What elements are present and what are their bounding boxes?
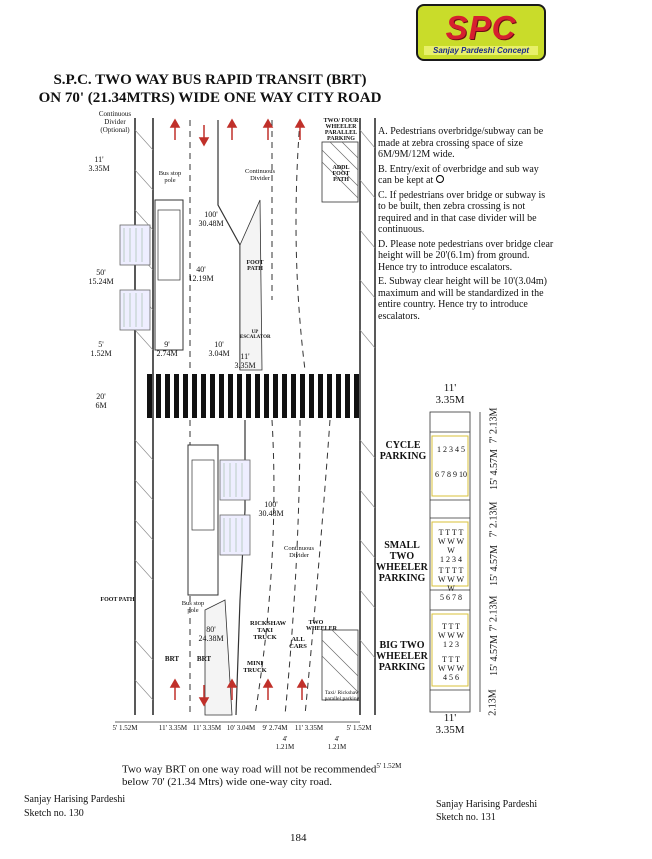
continuous-divider-top [217, 120, 241, 370]
note-d: D. Please note pedestrians over bridge c… [378, 238, 554, 273]
dim-80: 80'24.38M [198, 625, 224, 643]
big-two-wheeler-parking-label: BIG TWO WHEELER PARKING [376, 640, 428, 673]
brt-lane-label-1: BRT [164, 655, 180, 663]
dim-20: 20'6M [95, 392, 107, 410]
foot-path-label: FOOT PATH [246, 260, 264, 272]
bottom-bus [191, 459, 215, 531]
entry-circle-icon [435, 175, 444, 183]
bottom-dim-4: 10' 3.04M [226, 724, 256, 732]
bottom-escalator-1 [219, 459, 251, 501]
bottom-dim-5: 9' 2.74M [262, 724, 288, 732]
top-foot-path-island [239, 199, 263, 371]
bottom-dim-2: 11' 3.35M [158, 724, 188, 732]
top-bus [157, 209, 181, 281]
dim-40: 40'12.19M [188, 265, 214, 283]
bottom-foot-path-label: FOOT PATH [100, 597, 135, 603]
dim-10: 10'3.04M [208, 340, 230, 358]
right-footpath-hatch [359, 129, 376, 659]
top-escalator-2 [119, 289, 151, 331]
bottom-continuous-divider-label: Continuous Divider [284, 545, 314, 559]
bottom-parallel-parking-area [321, 629, 359, 701]
page-title-line1: S.P.C. TWO WAY BUS RAPID TRANSIT (BRT) [53, 72, 367, 88]
bottom-escalator-2 [219, 514, 251, 556]
page-number: 184 [290, 832, 307, 844]
parking-bottom-dim: 11'3.35M [435, 712, 465, 736]
sketch-right: Sketch no. 131 [436, 812, 496, 823]
cycle-bays: 1 2 3 4 5 6 7 8 9 10 [435, 445, 467, 479]
continuous-divider-optional-label: Continuous Divider (Optional) [98, 110, 132, 134]
mini-truck-label: MINI TRUCK [243, 660, 267, 674]
dim-11-top: 11'3.35M [88, 155, 110, 173]
parking-side-dims: 7' 2.13M 15' 4.57M 7' 2.13M 15' 4.57M 7'… [487, 407, 500, 716]
parking-bays [431, 435, 469, 687]
dim-100-top: 100'30.48M [198, 210, 224, 228]
dim-100-bottom: 100'30.48M [258, 500, 284, 518]
page-title-line2: ON 70' (21.34MTRS) WIDE ONE WAY CITY ROA… [38, 90, 382, 106]
note-e: E. Subway clear height will be 10'(3.04m… [378, 276, 547, 322]
direction-arrows [169, 118, 308, 707]
road-edges [134, 118, 376, 715]
small-two-wheeler-parking-label: SMALL TWO WHEELER PARKING [376, 540, 428, 584]
cycle-parking-label: CYCLE PARKING [379, 440, 427, 462]
continuous-divider-label: Continuous Divider [245, 168, 275, 182]
dim-50: 50'15.24M [88, 268, 114, 286]
sketch-left: Sketch no. 130 [24, 808, 84, 819]
all-cars-label: ALL CARS [289, 636, 307, 650]
bottom-foot-path-island [204, 599, 233, 716]
dim-9: 9'2.74M [156, 340, 178, 358]
bottom-dim-6: 11' 3.35M [294, 724, 324, 732]
parking-column [429, 411, 471, 713]
dim-11-mid: 11'3.35M [234, 352, 256, 370]
two-wheeler-label: TWO WHEELER [306, 620, 338, 632]
footer-note: Two way BRT on one way road will not be … [122, 762, 402, 788]
spc-logo: SPC Sanjay Pardeshi Concept [416, 4, 546, 61]
zebra-crossing [147, 374, 359, 418]
taxi-rickshaw-parking-label: Taxi/ Rickshaw parallel parking [324, 690, 360, 702]
note-c: C. If pedestrians over bridge or subway … [378, 189, 546, 236]
bottom-dim-7: 5' 1.52M [346, 724, 372, 732]
dim-4-a: 4'1.21M [275, 735, 295, 751]
top-parallel-parking-area [321, 141, 359, 203]
note-b: B. Entry/exit of overbridge and sub way … [378, 163, 539, 187]
bus-stop-pole-label: Bus stop pole [158, 170, 182, 184]
rickshaw-taxi-truck-label: RICKSHAW TAXI TRUCK [250, 620, 287, 641]
addl-foot-path-label: ADDL FOOT PATH [332, 165, 350, 183]
brt-lane-label-2: BRT [196, 655, 212, 663]
top-escalator-1 [119, 224, 151, 266]
bottom-dim-1: 5' 1.52M [112, 724, 138, 732]
parking-top-dim: 11'3.35M [435, 382, 465, 406]
dim-5: 5'1.52M [90, 340, 112, 358]
bottom-bus-stop-pole-label: Bus stop pole [181, 600, 205, 614]
bottom-dim-3: 11' 3.35M [192, 724, 222, 732]
dim-4-b: 4'1.21M [327, 735, 347, 751]
notes-list: A. Pedestrians overbridge/subway can be … [378, 126, 554, 325]
note-a: A. Pedestrians overbridge/subway can be … [378, 126, 544, 160]
logo-text: SPC [445, 9, 517, 46]
up-escalator-label: UP ESCALATOR [240, 330, 271, 340]
logo-subtitle: Sanjay Pardeshi Concept [424, 46, 538, 55]
two-four-wheeler-parking-label: TWO/ FOUR WHEELER PARALLEL PARKING [323, 118, 359, 142]
author-left: Sanjay Harising Pardeshi [24, 794, 126, 805]
author-right: Sanjay Harising Pardeshi [436, 799, 538, 810]
